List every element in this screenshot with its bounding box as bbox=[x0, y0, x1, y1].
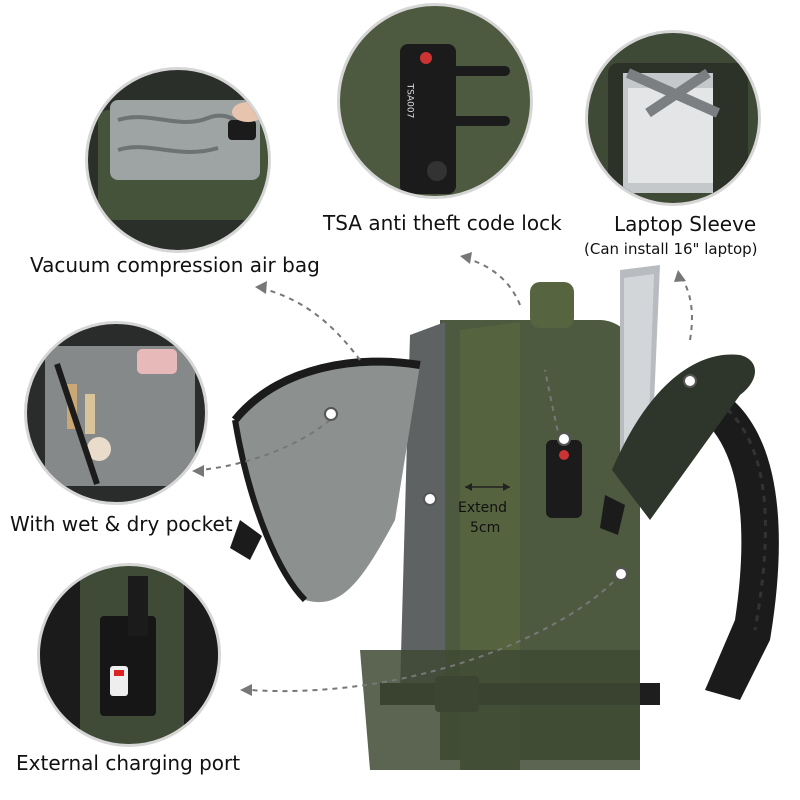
extend-value: 5cm bbox=[470, 520, 501, 536]
feature-dot-charging bbox=[614, 567, 628, 581]
feature-dot-laptop bbox=[683, 374, 697, 388]
feature-dot-mesh bbox=[324, 407, 338, 421]
feature-dot-lock bbox=[557, 432, 571, 446]
feature-dot-side bbox=[423, 492, 437, 506]
vacuum-bag-detail-photo bbox=[85, 67, 271, 253]
wet-dry-pocket-detail-photo bbox=[24, 321, 208, 505]
tsa-lock-body bbox=[546, 440, 582, 518]
callout-vacuum-compression: Vacuum compression air bag bbox=[30, 253, 320, 277]
extend-label: Extend bbox=[458, 500, 507, 516]
mesh-flap bbox=[235, 361, 420, 603]
callout-charging-port: External charging port bbox=[16, 751, 241, 775]
callout-laptop-sleeve: Laptop Sleeve bbox=[614, 212, 757, 236]
callout-laptop-capacity: (Can install 16" laptop) bbox=[584, 240, 758, 258]
laptop-sleeve-detail-photo bbox=[585, 30, 761, 206]
top-handle bbox=[530, 282, 574, 328]
callout-wet-dry-pocket: With wet & dry pocket bbox=[10, 512, 233, 536]
lock-model-text: TSA007 bbox=[404, 83, 415, 119]
tsa-lock-detail-photo: TSA007 bbox=[337, 3, 533, 199]
charging-port-detail-photo bbox=[37, 563, 221, 747]
callout-tsa-lock: TSA anti theft code lock bbox=[323, 211, 562, 235]
